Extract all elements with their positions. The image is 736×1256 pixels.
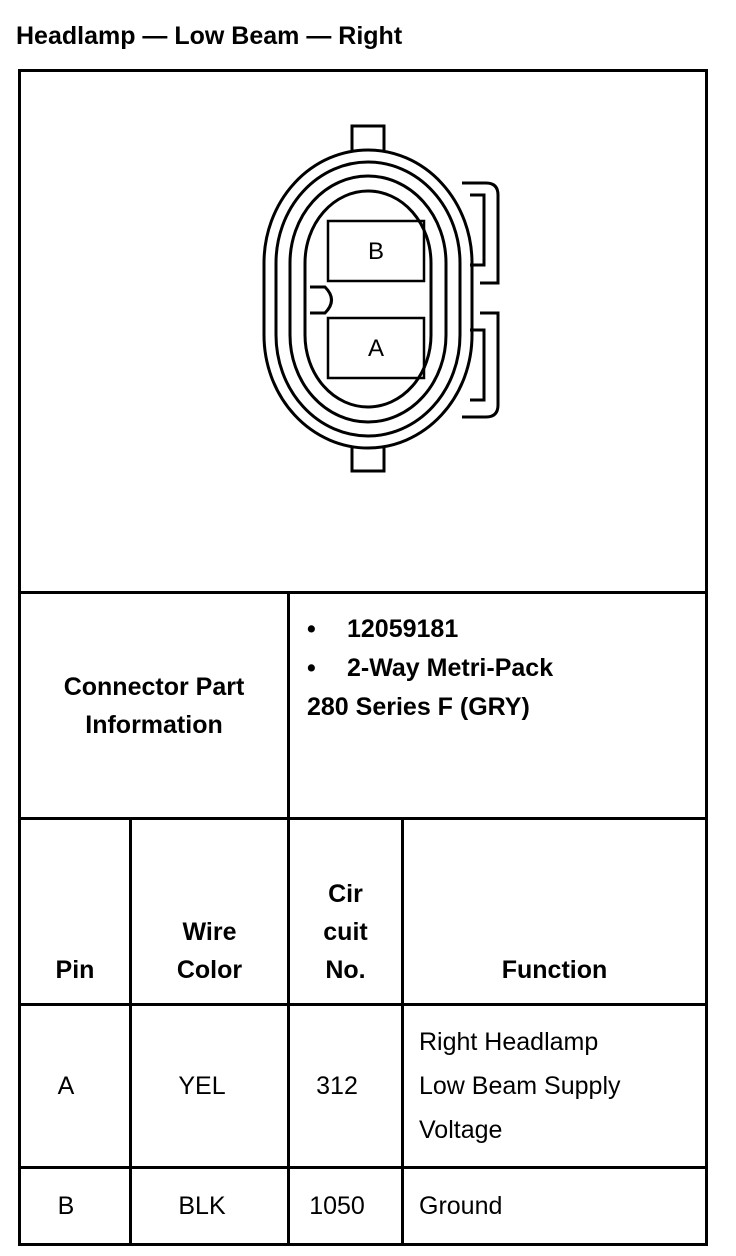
divider-header: [18, 1003, 708, 1006]
series-item: • 2-Way Metri-Pack: [307, 649, 697, 688]
divider-info: [18, 817, 708, 820]
divider-info-col: [287, 591, 290, 1246]
cavity-label-b: B: [368, 238, 384, 265]
part-info-label-line1: Connector Part: [63, 672, 245, 701]
row-b-function: Ground: [419, 1192, 503, 1220]
divider-col-pin: [129, 817, 132, 1246]
header-pin: Pin: [55, 956, 95, 984]
row-b-circuit: 1050: [309, 1192, 365, 1220]
connector-diagram: B A: [262, 124, 500, 473]
cavity-label-a: A: [368, 335, 384, 362]
row-b-pin: B: [57, 1192, 75, 1220]
series-detail: 280 Series F (GRY): [307, 693, 530, 721]
frame-top: [18, 69, 708, 72]
row-a-function: Right Headlamp Low Beam Supply Voltage: [419, 1028, 621, 1144]
pin-cavity-b: [326, 219, 426, 283]
bullet-icon: •: [307, 615, 316, 643]
divider-diagram: [18, 591, 708, 594]
bullet-icon: •: [307, 654, 316, 682]
series-name: 2-Way Metri-Pack: [347, 654, 554, 682]
divider-col-function: [401, 817, 404, 1246]
part-number-item: • 12059181: [307, 610, 697, 649]
part-info-label: Connector Part Information: [21, 594, 287, 817]
frame-left: [18, 69, 21, 1246]
page-title: Headlamp — Low Beam — Right: [16, 22, 403, 50]
header-wire-color: Wire Color: [176, 918, 243, 984]
header-function: Function: [501, 956, 608, 984]
part-info-label-line2: Information: [85, 710, 223, 739]
frame-bottom: [18, 1243, 708, 1246]
row-a-wire-color: YEL: [178, 1072, 226, 1100]
row-a-pin: A: [57, 1072, 75, 1100]
divider-row-a: [18, 1166, 708, 1169]
row-a-circuit: 312: [316, 1072, 358, 1100]
frame-right: [705, 69, 708, 1246]
part-number: 12059181: [347, 615, 459, 643]
header-circuit: Cir cuit No.: [323, 880, 368, 984]
pin-cavity-a: [326, 316, 426, 380]
part-info-values: • 12059181 • 2-Way Metri-Pack 280 Series F…: [307, 610, 697, 727]
row-b-wire-color: BLK: [178, 1192, 226, 1220]
